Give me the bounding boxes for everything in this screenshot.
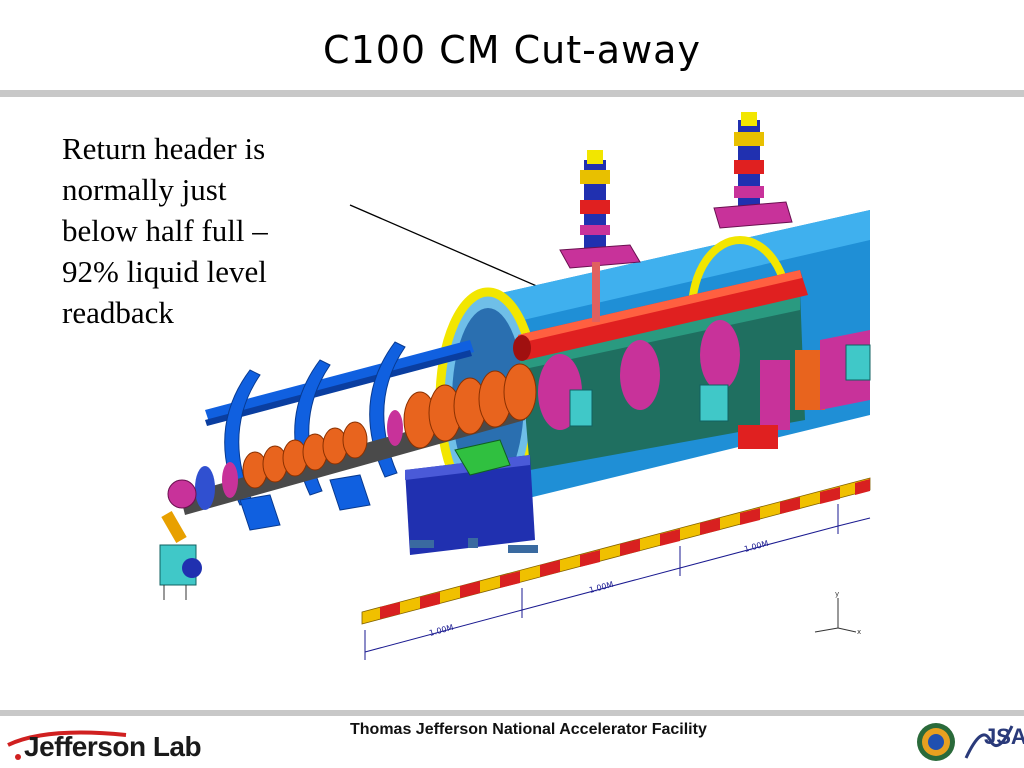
beamline-end-valve — [159, 479, 202, 600]
right-end-hardware — [569, 330, 871, 449]
title-divider — [0, 90, 1024, 97]
scale-label-3: 1.00M — [743, 539, 769, 554]
jsa-logo-text: JSA — [984, 724, 1024, 749]
jefferson-lab-logo: Jefferson Lab — [6, 725, 206, 765]
scale-label-2: 1.00M — [588, 580, 614, 595]
axis-triad — [814, 598, 857, 633]
chimney-right — [713, 112, 793, 229]
jefferson-lab-logo-text: Jefferson Lab — [24, 731, 202, 762]
cryomodule-cutaway-drawing: 1.00M 1.00M 1.00M y x — [159, 112, 871, 660]
scale-bar — [361, 477, 871, 660]
doe-seal-icon — [917, 723, 955, 761]
footer-divider — [0, 710, 1024, 716]
axis-label-x: x — [857, 628, 861, 636]
cavity-string — [180, 363, 537, 515]
waveguide-green — [454, 439, 511, 476]
scale-label-1: 1.00M — [428, 623, 454, 638]
slide-title: C100 CM Cut-away — [323, 28, 701, 72]
jsa-logo — [964, 725, 1014, 759]
callout-text: Return header is normally just below hal… — [62, 131, 268, 330]
chimney-left — [559, 150, 641, 322]
facility-name: Thomas Jefferson National Accelerator Fa… — [350, 721, 707, 738]
tie-rods — [205, 340, 474, 426]
return-header-pipe — [513, 270, 808, 361]
axis-label-y: y — [835, 590, 839, 598]
